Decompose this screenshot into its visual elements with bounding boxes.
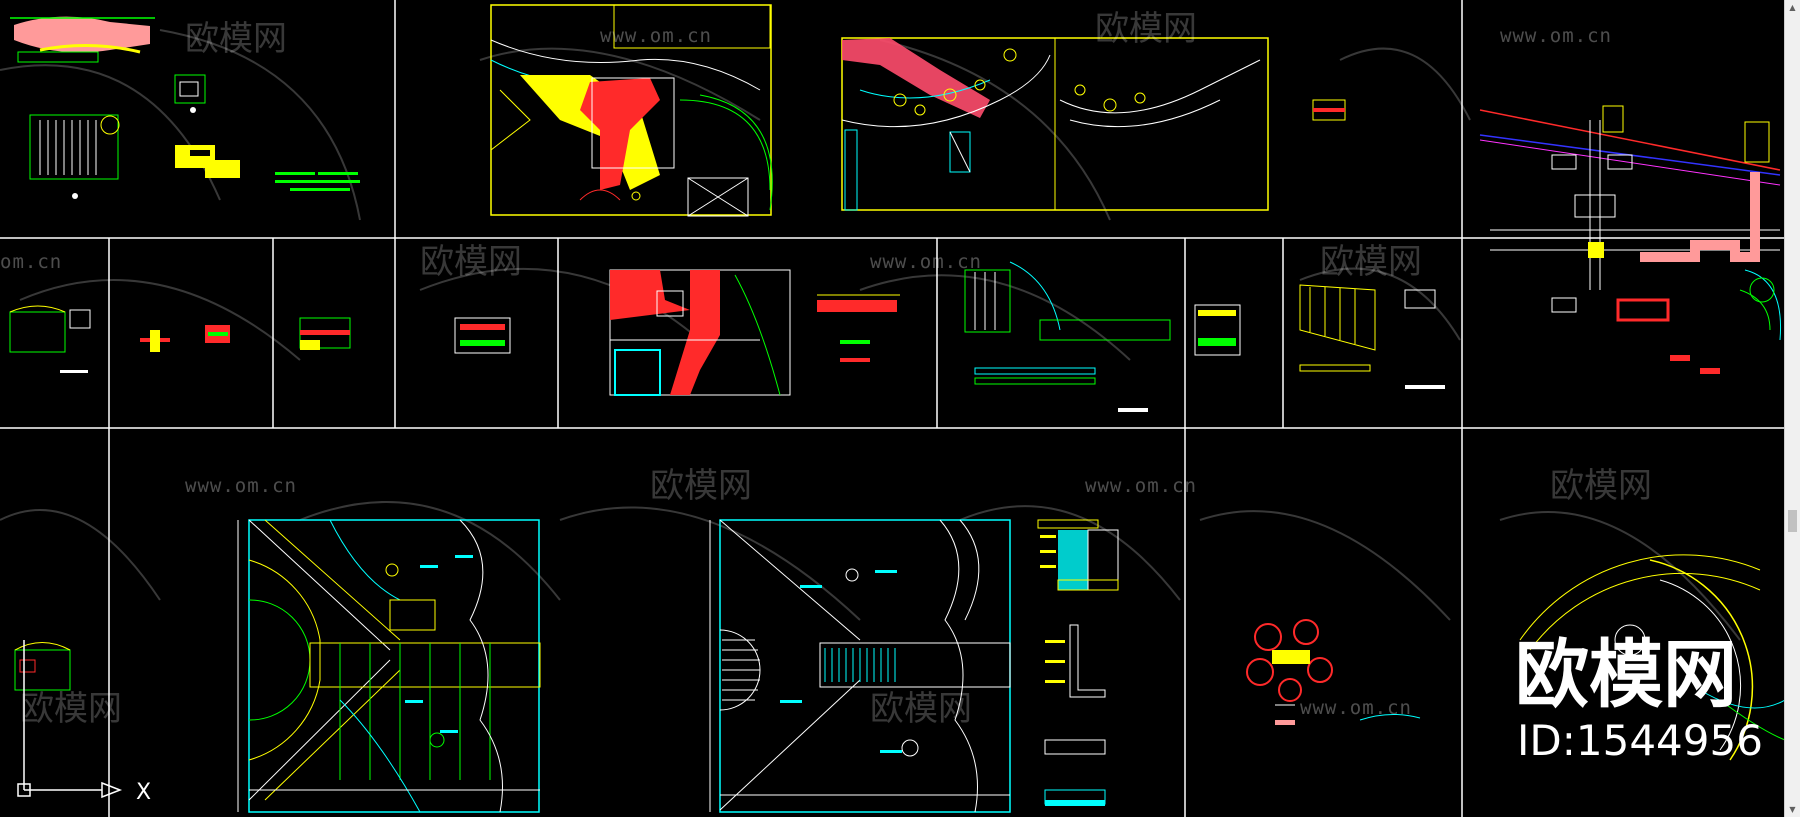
watermark-url: www.om.cn	[870, 251, 982, 273]
brand-overlay: 欧模网 ID:1544956	[1515, 632, 1763, 765]
section-details-right	[1037, 519, 1119, 806]
plan-yellow-red	[490, 4, 773, 217]
watermark-text: 欧模网	[185, 19, 287, 59]
watermark-text: 欧模网	[1095, 9, 1197, 49]
watermark-url: www.om.cn	[185, 475, 297, 497]
watermark-text: 欧模网	[1320, 242, 1422, 282]
watermark-url: www.om.cn	[600, 25, 712, 47]
ucs-x-label: X	[136, 780, 151, 805]
watermark-text: 欧模网	[420, 242, 522, 282]
scroll-down-icon[interactable]: ▼	[1789, 805, 1796, 814]
watermark-url: www.om.cn	[1300, 697, 1412, 719]
watermark-url: www.om.cn	[1085, 475, 1197, 497]
watermark-text: 欧模网	[650, 466, 752, 506]
ucs-x-arrow-icon	[101, 781, 123, 799]
watermark-text: 欧模网	[20, 689, 122, 729]
detail-bottom-left	[14, 642, 71, 691]
ucs-icon: X	[17, 640, 151, 805]
watermarks: 欧模网 欧模网 欧模网 欧模网 欧模网 欧模网 欧模网 欧模网 www.om.c…	[0, 9, 1652, 729]
scroll-thumb[interactable]	[1788, 510, 1797, 532]
watermark-text: 欧模网	[870, 689, 972, 729]
scroll-up-icon[interactable]: ▲	[1789, 3, 1796, 12]
deck-plan-2	[709, 519, 1011, 813]
watermark-text: 欧模网	[1550, 466, 1652, 506]
watermark-url: www.om.cn	[1500, 25, 1612, 47]
watermark-url: om.cn	[0, 251, 62, 273]
deck-plan-1	[237, 519, 541, 813]
plan-strip-pink	[841, 37, 1346, 211]
site-plan-right	[1479, 105, 1782, 374]
middle-row-details	[9, 261, 1445, 412]
detail-sheet-top-left	[10, 16, 360, 199]
watermark-arcs	[0, 29, 1741, 641]
tree-cluster	[1246, 619, 1421, 725]
circular-plan	[1519, 554, 1785, 761]
brand-id: ID:1544956	[1517, 716, 1763, 765]
brand-name: 欧模网	[1515, 632, 1737, 718]
vertical-scrollbar[interactable]: ▲ ▼	[1784, 0, 1800, 817]
